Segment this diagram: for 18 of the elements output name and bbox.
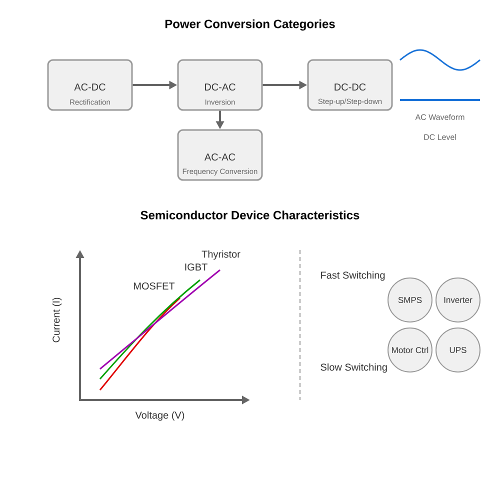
category-box: [177, 59, 263, 111]
section-heading: Semiconductor Device Characteristics: [140, 210, 360, 220]
curve-label: Thyristor: [202, 250, 240, 260]
category-name: DC-AC: [204, 83, 236, 91]
category-name: AC-AC: [204, 153, 236, 161]
curve-label: IGBT: [185, 263, 208, 271]
waveform-label: DC Level: [424, 134, 456, 140]
curve-label: MOSFET: [134, 282, 175, 290]
waveform-label: AC Waveform: [415, 114, 464, 120]
axis-label: Voltage (V): [135, 411, 184, 421]
category-name: AC-DC: [74, 83, 106, 91]
category-box: [177, 129, 263, 181]
category-name: DC-DC: [334, 83, 366, 91]
category-box: [47, 59, 133, 111]
speed-label: Fast Switching: [321, 271, 385, 281]
axis-label: Current (I): [52, 298, 62, 342]
title: Power Conversion Categories: [165, 19, 335, 31]
category-box: [307, 59, 393, 111]
